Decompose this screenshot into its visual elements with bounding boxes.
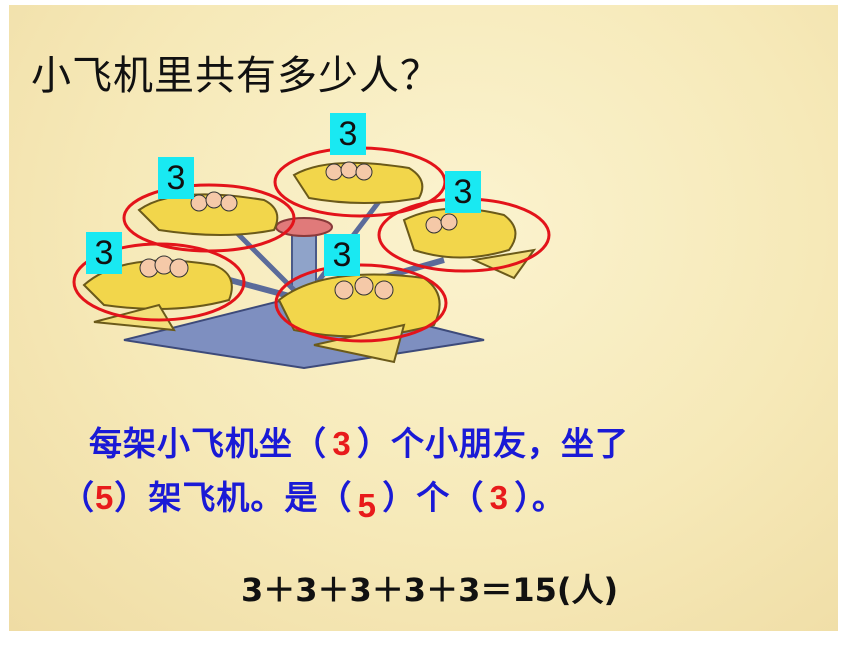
badge-right: 3 bbox=[445, 171, 481, 213]
badge-back-center: 3 bbox=[330, 113, 366, 155]
answer-groups: 5 bbox=[357, 487, 378, 524]
sentence-line-2: （5）架飞机。是（5）个（3）。 bbox=[61, 471, 566, 524]
group-circle-back-left bbox=[122, 183, 296, 253]
slide: 小飞机里共有多少人？ bbox=[9, 5, 838, 631]
badge-left: 3 bbox=[86, 232, 122, 274]
answer-per-plane: 3 bbox=[332, 425, 352, 462]
plane-back-center bbox=[292, 161, 424, 204]
sentence-text: （ bbox=[61, 478, 95, 517]
plane-right bbox=[402, 207, 537, 280]
question-title: 小飞机里共有多少人？ bbox=[31, 53, 441, 99]
plane-back-left bbox=[137, 191, 279, 236]
badge-back-left: 3 bbox=[158, 157, 194, 199]
answer-plane-count: 5 bbox=[95, 479, 115, 516]
plane-front bbox=[277, 273, 441, 364]
sentence-text: ）个（ bbox=[382, 478, 485, 517]
sentence-text: 每架小飞机坐（ bbox=[89, 424, 327, 463]
plane-carousel-illustration bbox=[72, 146, 551, 370]
equation: 3＋3＋3＋3＋3＝15(人) bbox=[241, 571, 619, 609]
sentence-text: ）。 bbox=[514, 478, 566, 517]
sentence-line-1: 每架小飞机坐（3）个小朋友，坐了 bbox=[89, 417, 629, 465]
group-circle-front bbox=[274, 263, 448, 343]
answer-group-size: 3 bbox=[489, 479, 510, 516]
badge-front: 3 bbox=[324, 234, 360, 276]
sentence-text: ）个小朋友，坐了 bbox=[357, 424, 629, 463]
sentence-text: ）架飞机。是（ bbox=[114, 478, 353, 517]
